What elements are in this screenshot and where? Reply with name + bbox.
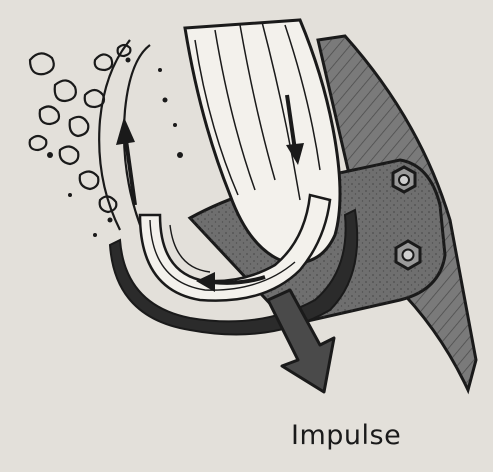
water-splash bbox=[30, 40, 150, 230]
bolt-icon bbox=[393, 167, 415, 192]
impulse-label: Impulse bbox=[291, 420, 401, 451]
bolt-icon bbox=[396, 241, 420, 269]
